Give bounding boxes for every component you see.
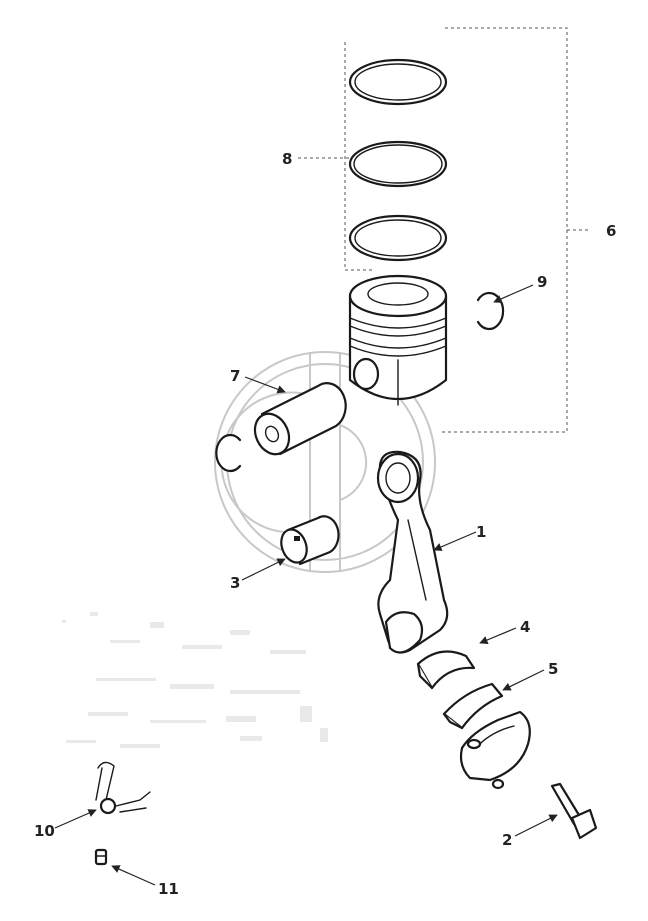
- callout-7: 7: [230, 367, 240, 385]
- connecting-rod-cap: [459, 710, 531, 790]
- callout-2: 2: [502, 831, 512, 849]
- piston-ring-middle: [348, 140, 448, 188]
- bearing-shell-upper: [416, 650, 476, 690]
- bearing-shell-lower: [442, 682, 504, 730]
- callout-1: 1: [476, 523, 486, 541]
- piston: [348, 274, 448, 406]
- piston-ring-top: [348, 58, 448, 106]
- snap-ring-left: [215, 433, 242, 473]
- piston-pin: [253, 382, 347, 456]
- callout-6: 6: [606, 222, 616, 240]
- callout-9: 9: [537, 273, 547, 291]
- callout-5: 5: [548, 660, 558, 678]
- callout-8: 8: [282, 150, 292, 168]
- piston-kit-bracket: [344, 27, 588, 433]
- faint-engine-block: [62, 612, 328, 748]
- callout-3: 3: [230, 574, 240, 592]
- piston-ring-oil: [348, 214, 448, 262]
- nozzle-screw: [94, 848, 108, 866]
- connecting-rod: [376, 450, 449, 654]
- rod-bushing: [280, 515, 340, 566]
- callout-10: 10: [34, 822, 55, 840]
- piston-cooling-nozzle: [95, 761, 151, 815]
- rod-bolt: [550, 782, 598, 840]
- snap-ring-right: [476, 291, 505, 331]
- callout-11: 11: [158, 880, 179, 898]
- leader-lines: [54, 157, 558, 886]
- callout-4: 4: [520, 618, 530, 636]
